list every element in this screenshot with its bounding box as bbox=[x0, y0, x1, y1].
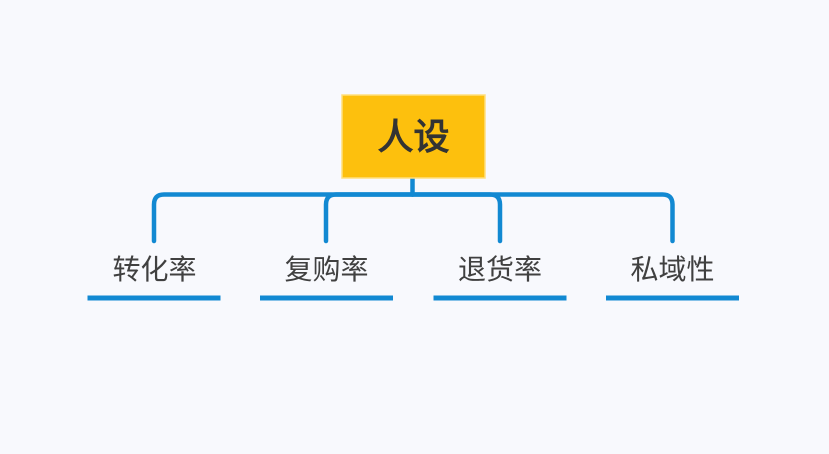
child-node-4-label[interactable]: 私域性 bbox=[630, 254, 714, 285]
child-node-2[interactable]: 复购率 bbox=[260, 254, 393, 301]
child-node-3-label[interactable]: 退货率 bbox=[458, 254, 542, 285]
child-node-4-underline bbox=[606, 295, 739, 301]
child-node-1[interactable]: 转化率 bbox=[87, 254, 221, 301]
child-node-1-underline bbox=[87, 295, 221, 301]
root-node-label[interactable]: 人设 bbox=[377, 116, 449, 157]
branch-connector-1 bbox=[151, 192, 415, 244]
branch-connector-3 bbox=[410, 192, 503, 244]
branch-connector-4 bbox=[410, 192, 675, 244]
root-node-box[interactable] bbox=[341, 94, 486, 179]
root-node[interactable]: 人设 bbox=[341, 94, 486, 179]
child-node-1-label[interactable]: 转化率 bbox=[112, 254, 196, 285]
branch-connector-2 bbox=[323, 192, 415, 244]
child-node-3[interactable]: 退货率 bbox=[433, 254, 567, 301]
connector-group bbox=[151, 174, 675, 244]
child-node-2-underline bbox=[260, 295, 393, 301]
child-node-3-underline bbox=[433, 295, 567, 301]
child-node-2-label[interactable]: 复购率 bbox=[284, 254, 368, 285]
child-node-4[interactable]: 私域性 bbox=[606, 254, 739, 301]
